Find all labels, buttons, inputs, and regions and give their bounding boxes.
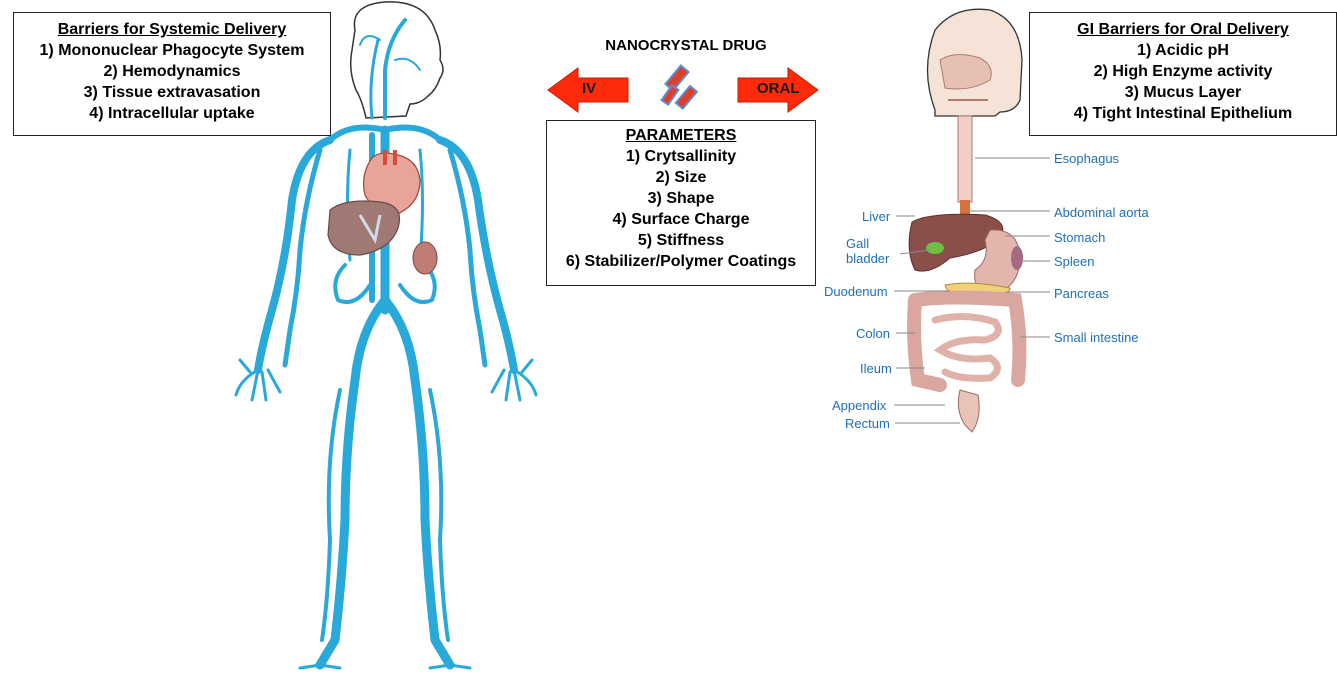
oral-label: ORAL — [757, 80, 800, 97]
organ-label-ileum: Ileum — [860, 361, 892, 376]
organ-label-bladder: bladder — [846, 251, 889, 266]
parameters-box: PARAMETERS 1) Crytsallinity 2) Size 3) S… — [546, 120, 816, 286]
organ-label-esophagus: Esophagus — [1054, 151, 1119, 166]
parameter-item: 4) Surface Charge — [547, 209, 815, 230]
organ-label-stomach: Stomach — [1054, 230, 1105, 245]
parameter-item: 5) Stiffness — [547, 230, 815, 251]
parameter-item: 2) Size — [547, 167, 815, 188]
parameter-item: 3) Shape — [547, 188, 815, 209]
organ-label-gall: Gall — [846, 236, 869, 251]
organ-label-small-intestine: Small intestine — [1054, 330, 1139, 345]
parameter-item: 6) Stabilizer/Polymer Coatings — [547, 251, 815, 272]
organ-label-appendix: Appendix — [832, 398, 886, 413]
organ-label-spleen: Spleen — [1054, 254, 1094, 269]
organ-label-pancreas: Pancreas — [1054, 286, 1109, 301]
organ-label-liver: Liver — [862, 209, 890, 224]
organ-label-duodenum: Duodenum — [824, 284, 888, 299]
iv-label: IV — [582, 80, 596, 97]
organ-label-colon: Colon — [856, 326, 890, 341]
parameter-item: 1) Crytsallinity — [547, 146, 815, 167]
organ-label-abdominal-aorta: Abdominal aorta — [1054, 205, 1149, 220]
organ-label-rectum: Rectum — [845, 416, 890, 431]
nanocrystal-icon — [662, 66, 697, 109]
parameters-heading: PARAMETERS — [547, 126, 815, 146]
